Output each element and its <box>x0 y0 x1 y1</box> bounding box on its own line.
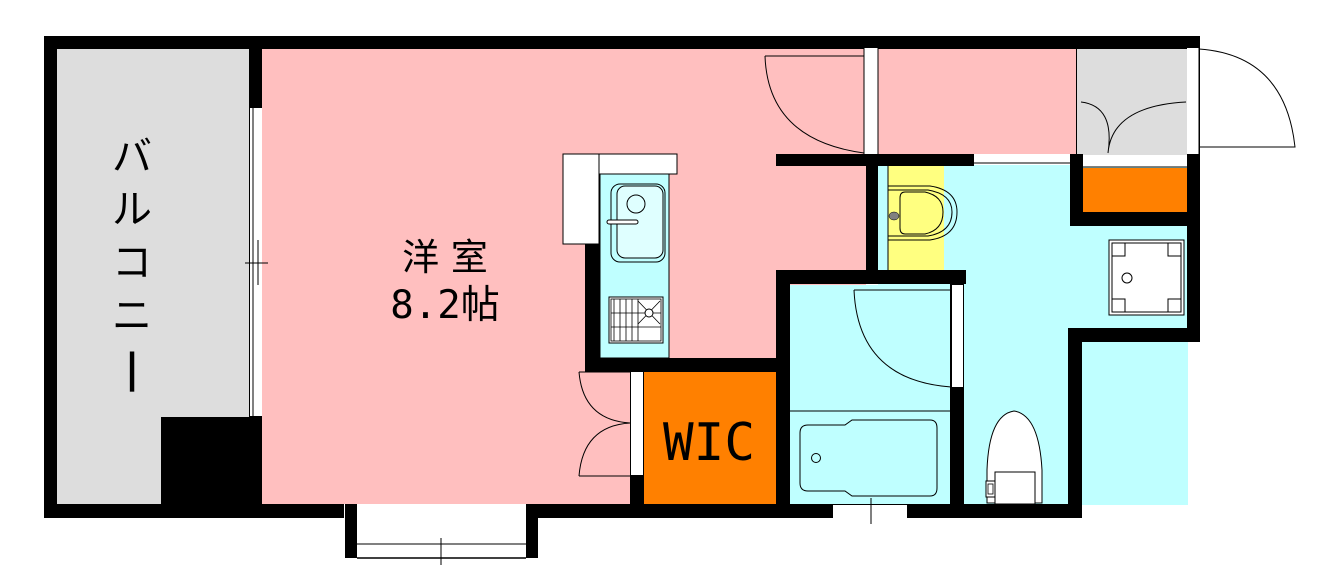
wall-bottom-left <box>44 504 344 518</box>
balcony-label-char: ル <box>112 187 152 233</box>
shoe-cabinet <box>1083 168 1187 212</box>
washbasin-icon <box>888 185 958 241</box>
wall-right-step <box>1070 328 1200 342</box>
balcony-label-char: | <box>125 346 140 393</box>
wic-wall-right <box>776 272 790 505</box>
bathroom-floor <box>790 285 950 505</box>
bathtub-icon <box>799 419 938 497</box>
kitchen-counter-top <box>598 153 678 175</box>
bay-wall-left <box>345 504 357 558</box>
western-room-size: 8.2帖 <box>390 283 499 328</box>
balcony-label-char: バ <box>112 134 152 180</box>
wall-wet-top-left <box>878 154 974 166</box>
wall-room-hall <box>776 154 872 166</box>
fridge-space <box>562 153 600 245</box>
wet-door-opening[interactable] <box>974 154 1070 164</box>
washing-machine-icon <box>1108 239 1185 316</box>
balcony-label-char: ニ <box>112 293 152 339</box>
stove-icon <box>608 296 664 344</box>
balcony-label-char: コ <box>112 240 152 286</box>
wall-shoe-bottom <box>1070 212 1190 226</box>
bath-door-opening[interactable] <box>952 285 963 387</box>
western-room-name: 洋 室 <box>402 236 488 279</box>
wic-floor <box>643 372 776 505</box>
wic-door-opening[interactable] <box>631 372 643 475</box>
front-door-swing-icon[interactable] <box>1198 48 1296 148</box>
wic-door-swing-icon <box>578 371 631 477</box>
entrance-floor <box>1076 48 1188 156</box>
entrance-step <box>1083 155 1187 167</box>
wall-balcony-block <box>161 417 262 507</box>
balcony-window[interactable] <box>250 108 262 416</box>
wall-bottom-right <box>950 504 1080 518</box>
front-door-jamb <box>1187 48 1199 154</box>
bath-door-swing-icon <box>853 289 952 388</box>
wall-toilet-right <box>1068 328 1082 518</box>
wall-bath-top <box>776 270 966 284</box>
kitchen-wall-bottom <box>585 358 790 372</box>
bath-window[interactable] <box>833 505 907 518</box>
hallway-floor <box>866 48 1076 156</box>
bay-wall-right <box>526 504 538 558</box>
kitchen-wall-left <box>585 244 600 368</box>
wall-left <box>44 36 57 518</box>
wic-label: WIC <box>663 413 755 473</box>
wall-shoe-left <box>1070 154 1083 224</box>
room-door-jamb <box>864 48 878 154</box>
closet-door-swing-icon <box>1080 101 1187 154</box>
wall-top <box>44 36 1200 49</box>
balcony-label: バルコニ | <box>112 134 152 393</box>
room-door-swing-icon[interactable] <box>764 55 865 154</box>
wall-room-vertical <box>866 154 878 272</box>
entrance-divider <box>1076 48 1077 156</box>
svg-text:バルコニ|: バルコニ | <box>112 134 152 393</box>
